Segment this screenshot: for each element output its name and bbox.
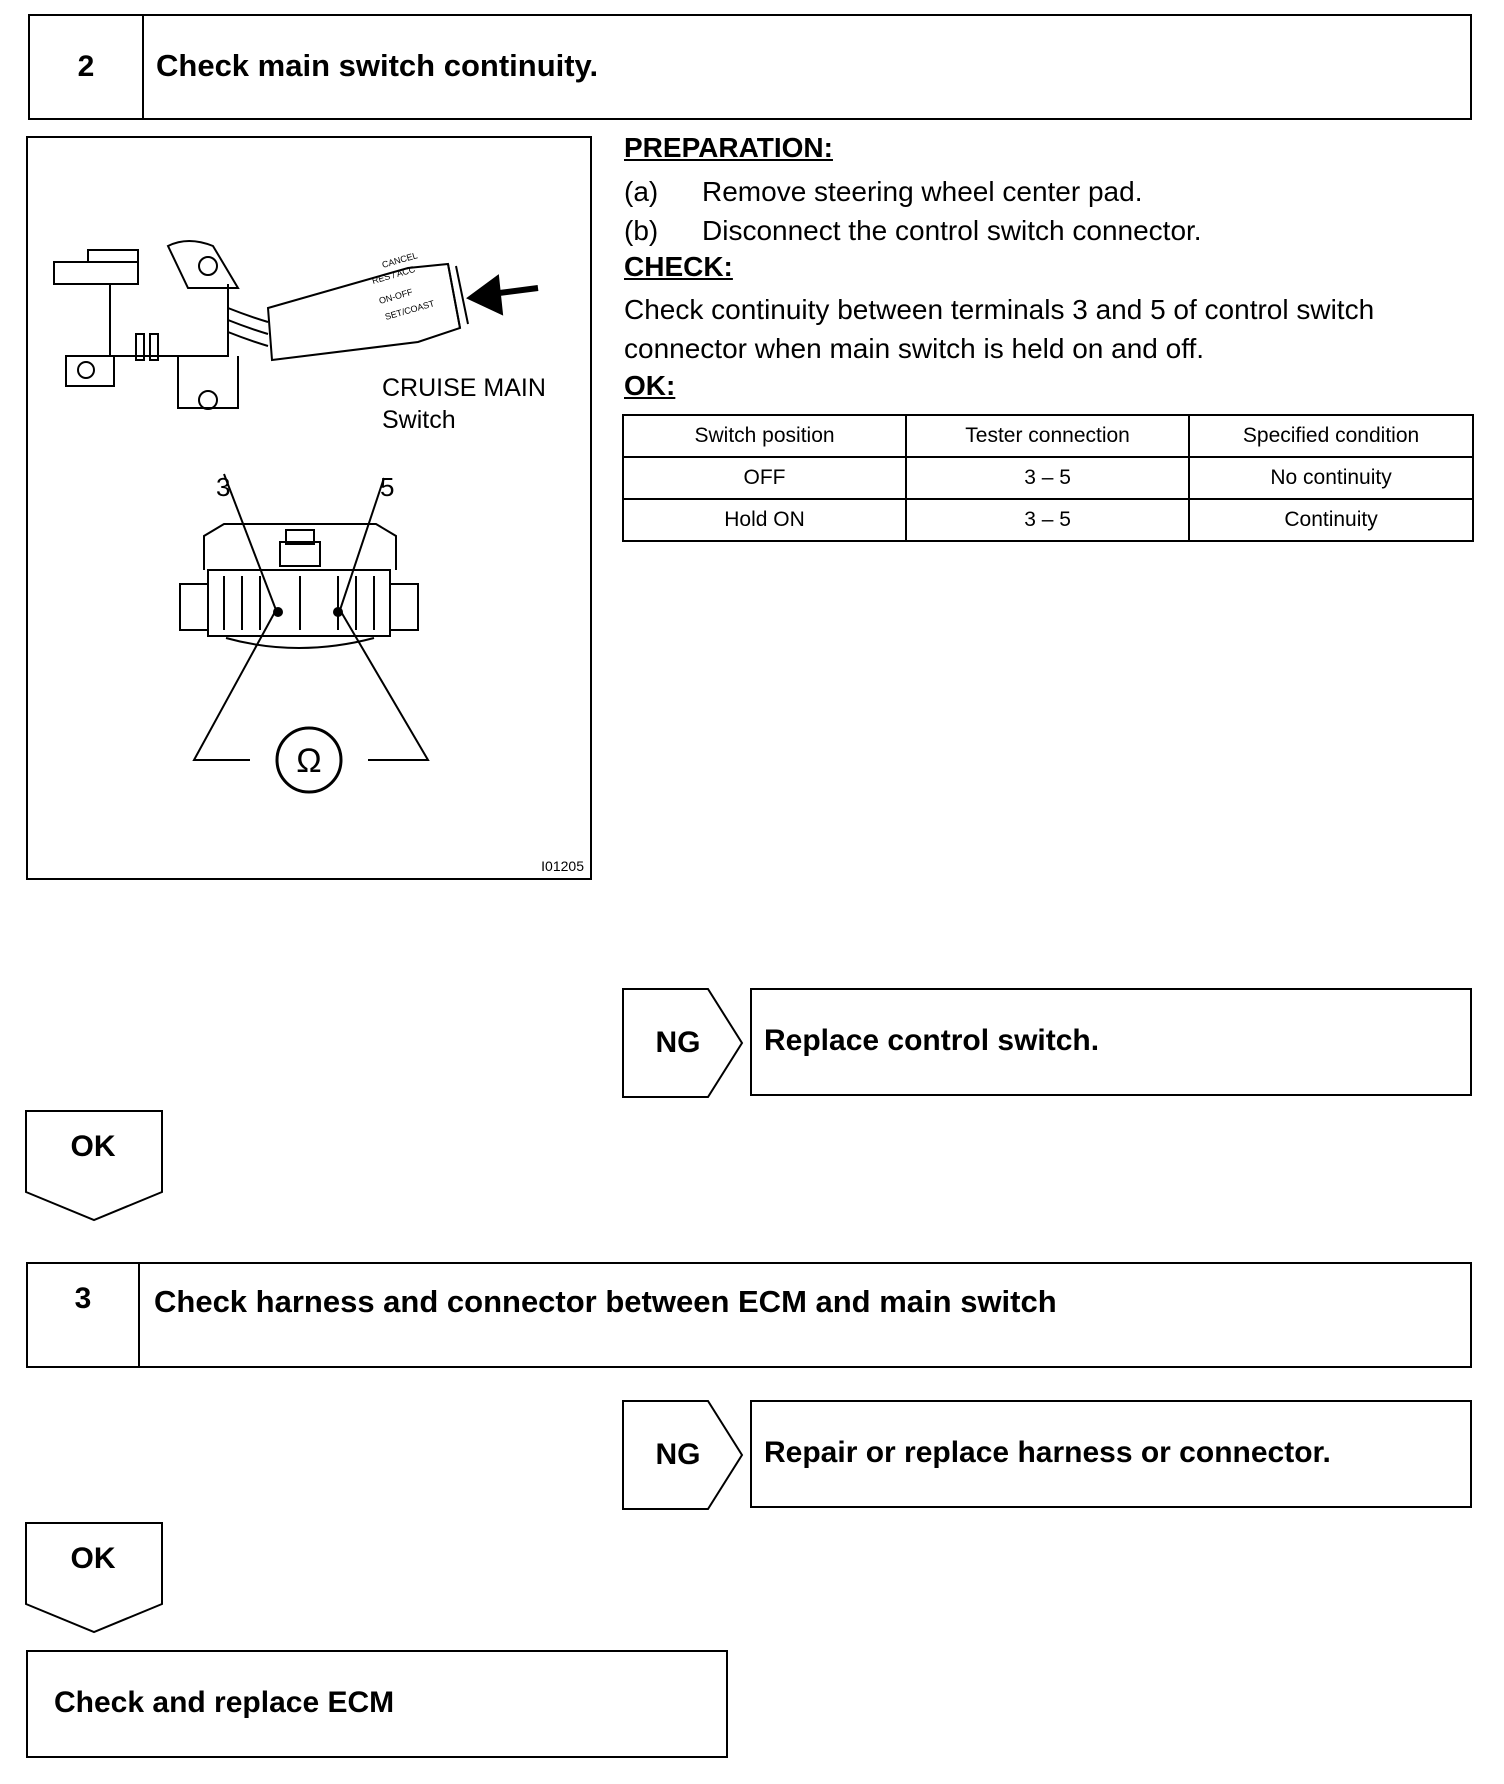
check-text-line2: connector when main switch is held on an… [624, 333, 1205, 364]
ok-1-label: OK [70, 1130, 116, 1163]
check-text-line1: Check continuity between terminals 3 and… [624, 294, 1375, 325]
table-cell: Continuity [1188, 498, 1474, 542]
table-cell: Hold ON [621, 498, 908, 542]
ng-1-action-text: Replace control switch. [764, 1024, 1100, 1057]
table-row: OFF 3 – 5 No continuity [621, 456, 1474, 500]
stalk-markings: CANCEL RES / ACC ON-OFF SET/COAST [371, 250, 436, 322]
table-header-cell: Tester connection [905, 414, 1191, 458]
ng-2-arrow-shape [622, 1400, 744, 1510]
final-action-box: Check and replace ECM [26, 1650, 728, 1758]
ok-1-arrow-shape [25, 1110, 163, 1222]
stalk-mark-res-acc: RES / ACC [371, 264, 417, 286]
switch-label-line1: CRUISE MAIN [382, 374, 546, 402]
table-cell: OFF [621, 456, 908, 500]
figure-box: CANCEL RES / ACC ON-OFF SET/COAST CRUISE… [26, 136, 592, 880]
ok-heading: OK: [624, 370, 676, 401]
ng-2-action-text: Repair or replace harness or connector. [764, 1436, 1331, 1469]
figure-illustration: CANCEL RES / ACC ON-OFF SET/COAST CRUISE… [53, 240, 584, 874]
step-2-title: Check main switch continuity. [156, 48, 599, 83]
table-header-cell: Specified condition [1188, 414, 1474, 458]
figure-id: I01205 [541, 858, 584, 874]
ok-2-label: OK [70, 1542, 116, 1575]
step-3-number: 3 [28, 1264, 140, 1366]
switch-bracket-drawing [53, 240, 539, 410]
preparation-item-a: (a)Remove steering wheel center pad. [624, 176, 1143, 207]
table-cell: 3 – 5 [905, 498, 1191, 542]
table-row: Hold ON 3 – 5 Continuity [621, 498, 1474, 542]
ng-2-action-box: Repair or replace harness or connector. [750, 1400, 1472, 1508]
terminal-5-label: 5 [380, 472, 394, 502]
ng-1-arrow-shape [622, 988, 744, 1098]
table-header-cell: Switch position [621, 414, 908, 458]
ohm-symbol: Ω [296, 742, 321, 780]
check-heading: CHECK: [624, 251, 733, 282]
ng-1-action-box: Replace control switch. [750, 988, 1472, 1096]
step-3-header: 3 Check harness and connector between EC… [26, 1262, 1472, 1368]
preparation-item-b: (b)Disconnect the control switch connect… [624, 215, 1202, 246]
terminal-3-probe [273, 607, 283, 617]
terminal-3-label: 3 [216, 472, 230, 502]
step-2-number: 2 [30, 16, 144, 118]
step-3-title: Check harness and connector between ECM … [154, 1284, 1057, 1319]
switch-label-line2: Switch [382, 406, 456, 434]
ng-1-label: NG [655, 1026, 701, 1059]
ng-2-label: NG [655, 1438, 701, 1471]
specification-table: Switch position Tester connection Specif… [621, 414, 1474, 542]
preparation-heading: PREPARATION: [624, 132, 833, 163]
table-cell: 3 – 5 [905, 456, 1191, 500]
table-cell: No continuity [1188, 456, 1474, 500]
table-header-row: Switch position Tester connection Specif… [621, 414, 1474, 458]
terminal-5-probe [333, 607, 343, 617]
step-2-header: 2 Check main switch continuity. [28, 14, 1472, 120]
final-action-text: Check and replace ECM [54, 1686, 395, 1719]
ok-2-arrow-shape [25, 1522, 163, 1634]
connector-drawing [179, 473, 430, 794]
stalk-mark-on-off: ON-OFF [378, 287, 414, 306]
